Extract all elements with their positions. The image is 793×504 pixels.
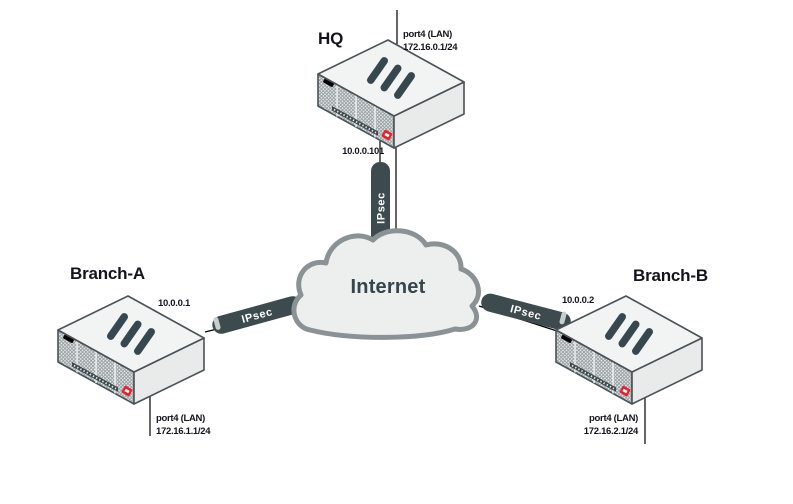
hq-ipsec-tunnel-label: IPsec [376, 192, 388, 224]
hq-port-label: port4 (LAN) [403, 29, 452, 40]
branch-a-title: Branch-A [70, 264, 145, 283]
cloud-shape [291, 228, 481, 340]
branch-b-wan-ip: 10.0.0.2 [562, 295, 594, 306]
hq-title: HQ [318, 29, 343, 48]
internet-label: Internet [351, 276, 426, 298]
hq-lan-ip: 172.16.0.1/24 [403, 42, 458, 53]
branch-b-port-label: port4 (LAN) [589, 413, 638, 424]
hq-firewall-device [317, 39, 465, 149]
branch-b-title: Branch-B [633, 266, 708, 285]
ipsec-tunnels: IPsec IPsec IPsec [212, 162, 571, 334]
labels: HQ port4 (LAN) 172.16.0.1/24 10.0.0.101 … [70, 29, 708, 437]
branch-b-lan-ip: 172.16.2.1/24 [584, 426, 639, 437]
branch-b-ipsec-tunnel-bar [481, 293, 571, 331]
hq-ipsec-tunnel-bar [371, 162, 390, 248]
branch-a-firewall-device [57, 295, 205, 405]
branch-a-ipsec-tunnel-bar [212, 296, 302, 334]
branch-a-tunnel-end-cap [213, 317, 221, 330]
branch-a-wan-ip: 10.0.0.1 [158, 298, 191, 309]
internet-cloud: Internet [291, 228, 481, 340]
branch-b-firewall-device [555, 295, 703, 405]
branch-b-tunnel-end-cap [559, 311, 567, 325]
branch-a-lan-ip: 172.16.1.1/24 [156, 426, 211, 437]
hq-wan-ip: 10.0.0.101 [342, 146, 385, 157]
branch-a-port-label: port4 (LAN) [156, 413, 205, 424]
